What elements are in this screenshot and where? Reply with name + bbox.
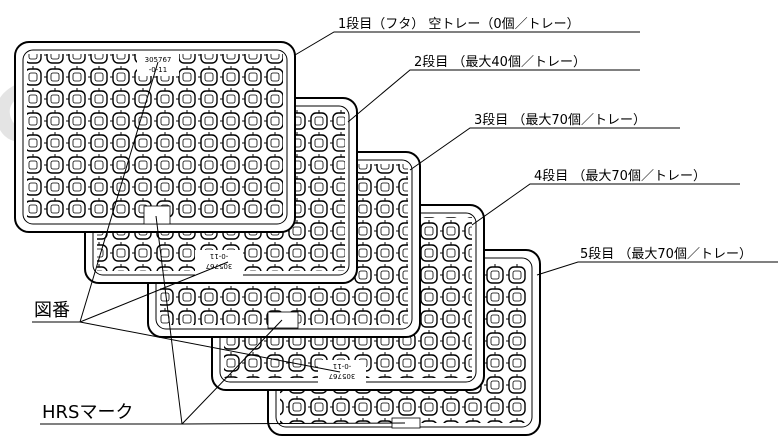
- tray-leaders: [294, 31, 778, 276]
- tray-3-label: 3段目 （最大70個／トレー）: [474, 113, 646, 128]
- part-number-2-line2: -0-11: [210, 252, 228, 260]
- hrs-mark-label: HRSマーク: [42, 402, 133, 423]
- drawing-number-label: 図番: [34, 300, 70, 321]
- part-number-4-line2: -0-11: [333, 362, 351, 370]
- part-number-4-line1: 305767: [329, 372, 356, 380]
- tray-2-label: 2段目 （最大40個／トレー）: [414, 55, 586, 70]
- part-number-box-4: [318, 360, 366, 384]
- tray-1-label: 1段目（フタ） 空トレー（0個／トレー）: [338, 17, 580, 32]
- hrs-mark-callout: [40, 215, 406, 425]
- tray-4-label: 4段目 （最大70個／トレー）: [534, 169, 706, 184]
- drawing-number-callout: [32, 61, 341, 373]
- part-number-1-line1: 305767: [145, 56, 172, 64]
- tray-1: 305767 -0-11: [14, 41, 296, 233]
- part-number-box-1: [137, 52, 179, 76]
- tray-5-label: 5段目 （最大70個／トレー）: [580, 247, 752, 262]
- hrs-mark-3: [267, 311, 299, 329]
- part-number-1-line2: -0-11: [149, 66, 167, 74]
